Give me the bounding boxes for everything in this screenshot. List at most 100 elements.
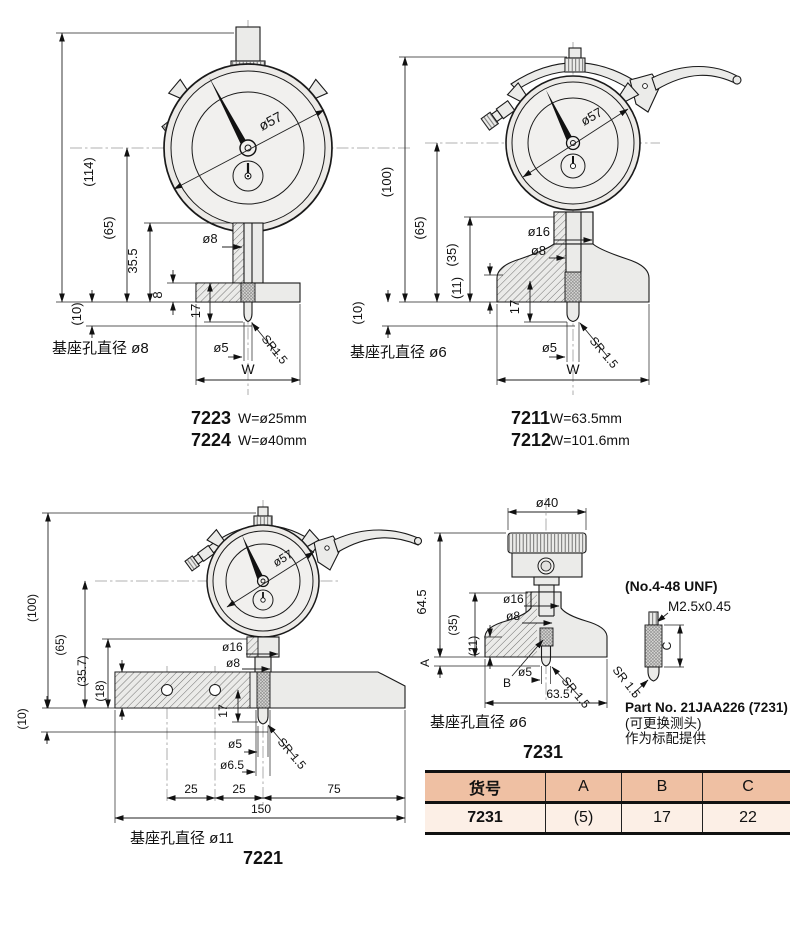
- model-number: 7223: [191, 408, 231, 428]
- accessory-note: (可更换测头): [625, 716, 702, 731]
- dim-probe-length: 17: [216, 704, 230, 718]
- table-cell: (5): [545, 802, 622, 834]
- side-knob: [184, 544, 215, 572]
- lever-hinge: [313, 535, 342, 571]
- base-hole-caption: 基座孔直径 ø6: [430, 714, 527, 731]
- dim-range-below: (10): [15, 708, 29, 729]
- dim-bushing-dia: ø6.5: [220, 758, 244, 772]
- dim-rod-dia: ø8: [506, 609, 520, 623]
- spec-table: 货号 A B C 7231 (5) 17 22: [425, 770, 790, 835]
- dim-probe-length: 17: [507, 300, 522, 314]
- table-cell: 17: [621, 802, 703, 834]
- dim-overall-height: (114): [81, 157, 96, 186]
- table-cell: 22: [702, 802, 790, 834]
- dim-to-center: (65): [412, 216, 427, 239]
- dim-probe-length: 17: [188, 304, 203, 318]
- dim-a-label: A: [418, 659, 432, 667]
- contact-point: [566, 301, 580, 323]
- model-spec: W=63.5mm: [550, 410, 622, 426]
- dim-base-width: W: [241, 361, 255, 377]
- drawing-7211-7212: (100) (65) (35) (11) (10) 17 ø16 ø8 ø5: [350, 42, 742, 450]
- dim-to-center: (65): [101, 216, 116, 239]
- dim-collar-dia: ø16: [503, 592, 524, 606]
- dim-base-width: W: [566, 361, 580, 377]
- table-row: 7231 (5) 17 22: [425, 802, 790, 834]
- model-number: 7212: [511, 430, 551, 450]
- contact-point: [540, 645, 552, 667]
- model-number: 7211: [511, 408, 550, 428]
- gauge-body: [114, 506, 423, 725]
- dim-to-center: (65): [53, 634, 67, 655]
- dim-stem-height: 35.5: [125, 248, 140, 273]
- lever-arm: [651, 65, 738, 91]
- dim-b-label: B: [503, 676, 511, 690]
- model-number: 7224: [191, 430, 231, 450]
- model-number: 7221: [243, 848, 283, 868]
- table-header-cell: A: [545, 771, 622, 804]
- dim-tip-radius: SR1.5: [259, 332, 291, 367]
- table-header-row: 货号 A B C: [425, 771, 790, 804]
- dim-probe-dia: ø5: [213, 340, 228, 355]
- dim-flange-thickness: (11): [466, 636, 480, 656]
- dim-base-thickness: 8: [150, 291, 165, 298]
- dim-c-label: C: [660, 641, 674, 650]
- table-header-cell: B: [621, 771, 703, 804]
- dim-base-thickness: (18): [93, 680, 107, 701]
- dim-base-width: 63.5: [546, 687, 570, 701]
- side-knob: [480, 99, 516, 131]
- gauge-body: [480, 47, 742, 323]
- base-hole-caption: 基座孔直径 ø8: [52, 340, 149, 357]
- dim-rod-dia: ø8: [226, 656, 240, 670]
- contact-point: [243, 301, 253, 323]
- dimensions: (100) (65) (35) (11) (10) 17 ø16 ø8 ø5: [350, 56, 650, 385]
- dim-probe-dia: ø5: [542, 340, 557, 355]
- table-cell-model: 7231: [425, 802, 546, 834]
- dim-stem-height: (35.7): [75, 655, 89, 686]
- dim-tip-radius: SR 1.5: [587, 334, 622, 371]
- model-spec: W=ø25mm: [238, 410, 307, 426]
- dim-rod-dia: ø8: [202, 231, 217, 246]
- model-list: 7211 W=63.5mm 7212 W=101.6mm: [511, 408, 630, 450]
- dim-span: 75: [327, 782, 341, 796]
- thread-spec: M2.5x0.45: [668, 599, 731, 614]
- model-spec: W=101.6mm: [550, 432, 630, 448]
- drawing-7223-7224: (114) (65) 35.5 8 (10) 17 ø8 ø5 SR1.5: [52, 20, 412, 450]
- dim-overall-height: (100): [25, 594, 39, 622]
- thread-note: (No.4-48 UNF): [625, 578, 718, 594]
- dim-collar-dia: ø16: [528, 224, 550, 239]
- mount-hole: [209, 684, 221, 696]
- lever-arm: [333, 529, 419, 553]
- accessory-probe: (No.4-48 UNF) M2.5x0.45 C SR 1.5 Part No…: [610, 578, 788, 746]
- dim-span: 25: [232, 782, 246, 796]
- dim-stem-height: (35): [446, 614, 460, 635]
- dim-rod-dia: ø8: [531, 243, 546, 258]
- dim-overall-height: (100): [379, 167, 394, 197]
- mount-hole: [161, 684, 173, 696]
- table-header-cell: 货号: [425, 771, 546, 804]
- dim-total-length: 150: [251, 802, 271, 816]
- part-number: Part No. 21JAA226 (7231): [625, 700, 788, 715]
- base-hole-caption: 基座孔直径 ø11: [130, 830, 234, 847]
- dim-tip-radius: SR 1.5: [610, 663, 644, 701]
- gauge-body: [161, 26, 333, 323]
- drawing-7231: ø40 64.5 (35) (11) A ø16 ø8 B ø5: [414, 495, 608, 762]
- table-header-cell: C: [702, 771, 790, 804]
- dim-flange-thickness: (11): [449, 277, 464, 299]
- dim-collar-dia: ø16: [222, 640, 243, 654]
- model-number: 7231: [523, 742, 563, 762]
- dimensions: (100) (65) (35.7) (18) (10) 17 ø16 ø8 ø5: [15, 512, 406, 823]
- dim-probe-dia: ø5: [228, 737, 242, 751]
- dim-range-below: (10): [350, 301, 365, 324]
- lever-hinge: [629, 73, 661, 113]
- dim-span: 25: [184, 782, 198, 796]
- base-hole-caption: 基座孔直径 ø6: [350, 344, 447, 361]
- contact-point: [257, 707, 269, 725]
- accessory-note: 作为标配提供: [625, 731, 706, 746]
- dimensions: ø40 64.5 (35) (11) A ø16 ø8 B ø5: [414, 495, 608, 711]
- dim-probe-dia: ø5: [518, 665, 532, 679]
- dim-range-below: (10): [69, 302, 84, 325]
- probe-tip: [647, 666, 660, 682]
- dim-overall-height: 64.5: [414, 589, 429, 614]
